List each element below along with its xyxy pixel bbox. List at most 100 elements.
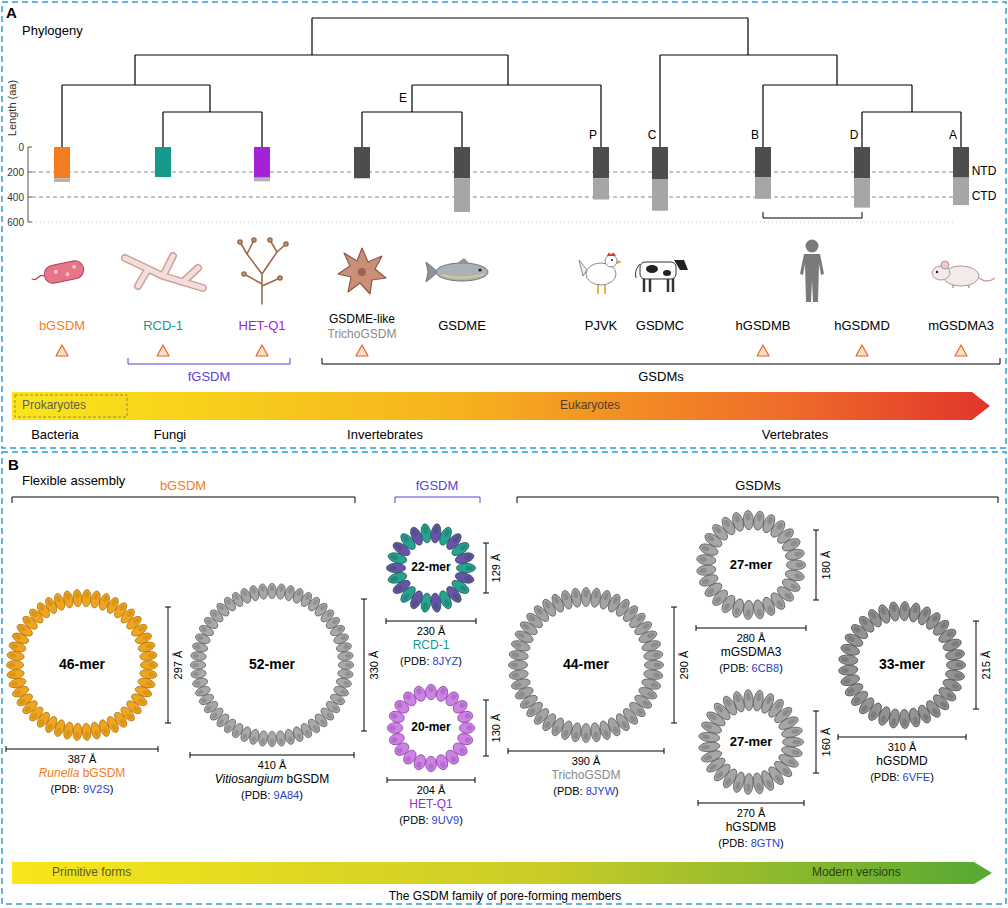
ring-subunit bbox=[279, 738, 284, 745]
ring-subunit bbox=[6, 669, 24, 680]
warning-triangle bbox=[256, 345, 268, 356]
ring-subunit bbox=[331, 705, 338, 712]
ring-subunit bbox=[843, 645, 852, 652]
ring-subunit bbox=[276, 583, 286, 599]
ring-subunit bbox=[326, 712, 333, 719]
ring-subunit bbox=[93, 730, 99, 738]
ring-subunit bbox=[73, 589, 83, 607]
pore-ring: 46-mer bbox=[6, 589, 158, 741]
ring-subunit bbox=[443, 598, 451, 607]
ring-subunit bbox=[584, 590, 589, 598]
ring-subunit bbox=[132, 705, 140, 713]
ring-subunit bbox=[946, 660, 965, 670]
ring-subunit bbox=[82, 589, 92, 607]
pdb-id: (PDB: 8GTN) bbox=[718, 837, 783, 849]
ring-subunit bbox=[338, 661, 353, 669]
ring-subunit bbox=[946, 692, 955, 700]
ring-subunit bbox=[784, 548, 805, 562]
axis-tick-label: 600 bbox=[7, 217, 24, 228]
pdb-id: (PDB: 6VFE) bbox=[870, 771, 934, 783]
cow-icon bbox=[646, 265, 658, 273]
ring-subunit bbox=[388, 732, 406, 747]
ring-subunit bbox=[593, 590, 599, 598]
ring-subunit bbox=[452, 593, 461, 602]
ring-subunit bbox=[766, 605, 774, 614]
bacterium-icon bbox=[53, 269, 58, 274]
panel-title: Phylogeny bbox=[22, 24, 83, 38]
ring-subunit bbox=[30, 712, 38, 720]
ring-subunit bbox=[389, 566, 397, 571]
ring-subunit bbox=[787, 759, 797, 767]
pdb-suffix: ) bbox=[930, 771, 934, 783]
ring-subunit bbox=[794, 573, 803, 580]
phylogeny-tree bbox=[62, 18, 961, 147]
pdb-suffix: ) bbox=[780, 837, 784, 849]
axis-tick-label: 0 bbox=[18, 142, 24, 153]
ring-subunit bbox=[192, 677, 209, 689]
chicken-icon bbox=[607, 253, 616, 256]
ring-subunit bbox=[508, 660, 527, 669]
ring-subunit bbox=[543, 600, 551, 609]
ring-subunit bbox=[18, 625, 26, 632]
pore-ring: 27-mer bbox=[696, 510, 806, 620]
species-label: HET-Q1 bbox=[239, 319, 286, 333]
ring-subunit bbox=[723, 602, 731, 611]
oligomer-label: 27-mer bbox=[730, 735, 773, 749]
mouse-icon bbox=[932, 261, 995, 288]
ring-subunit bbox=[511, 672, 519, 678]
structure-name: hGSDMD bbox=[876, 755, 927, 768]
structure-name: RCD-1 bbox=[413, 639, 450, 652]
ring-subunit bbox=[517, 691, 526, 698]
ring-subunit bbox=[899, 709, 910, 729]
domain-label: NTD bbox=[972, 165, 997, 178]
ring-subunit bbox=[852, 625, 861, 634]
ring-subunit bbox=[337, 669, 353, 679]
ring-subunit bbox=[951, 683, 960, 690]
ring-subunit bbox=[30, 610, 38, 618]
dimension-label: 180 Å bbox=[820, 551, 832, 580]
ring-subunit bbox=[508, 587, 663, 742]
ring-subunit bbox=[590, 722, 602, 742]
ring-subunit bbox=[908, 707, 922, 728]
group-bracket bbox=[12, 497, 355, 503]
ring-subunit bbox=[786, 560, 805, 570]
ring-subunit bbox=[466, 566, 474, 571]
ring-subunit bbox=[612, 596, 619, 605]
ring-subunit bbox=[434, 526, 440, 534]
warning-triangle bbox=[56, 345, 967, 356]
ring-subunit bbox=[521, 622, 530, 630]
human-icon bbox=[800, 240, 824, 303]
phylogeny-tree bbox=[62, 18, 961, 147]
ring-subunit bbox=[535, 607, 544, 616]
ring-subunit bbox=[6, 589, 157, 741]
ring-subunit bbox=[138, 698, 146, 705]
ring-subunit bbox=[746, 692, 751, 701]
ring-subunit bbox=[343, 644, 350, 650]
length-bar bbox=[54, 147, 969, 212]
ring-subunit bbox=[891, 604, 897, 612]
mouse-icon bbox=[941, 261, 949, 269]
ring-subunit bbox=[703, 723, 713, 730]
ring-subunit bbox=[248, 585, 260, 602]
ring-subunit bbox=[636, 707, 645, 716]
ring-subunit bbox=[621, 600, 629, 609]
ring-subunit bbox=[268, 731, 276, 746]
ring-subunit bbox=[642, 622, 651, 630]
ring-subunit bbox=[912, 605, 919, 614]
ring-subunit bbox=[62, 590, 74, 609]
ring-subunit bbox=[644, 660, 663, 669]
ring-subunit bbox=[394, 585, 403, 593]
dimension-label: 129 Å bbox=[490, 554, 502, 583]
ring-subunit bbox=[193, 653, 200, 658]
ring-subunit bbox=[696, 564, 716, 576]
protein-name: bGSDM bbox=[283, 772, 329, 786]
ring-subunit bbox=[142, 634, 150, 641]
ring-subunit bbox=[11, 643, 19, 649]
species-label: GSDME bbox=[438, 319, 486, 333]
ring-subunit bbox=[335, 641, 352, 653]
pore-ring: 27-mer bbox=[698, 689, 804, 795]
fish-icon bbox=[436, 263, 488, 281]
ring-subunit bbox=[319, 604, 326, 611]
fish-icon bbox=[456, 258, 470, 264]
ring-subunit bbox=[902, 718, 907, 726]
